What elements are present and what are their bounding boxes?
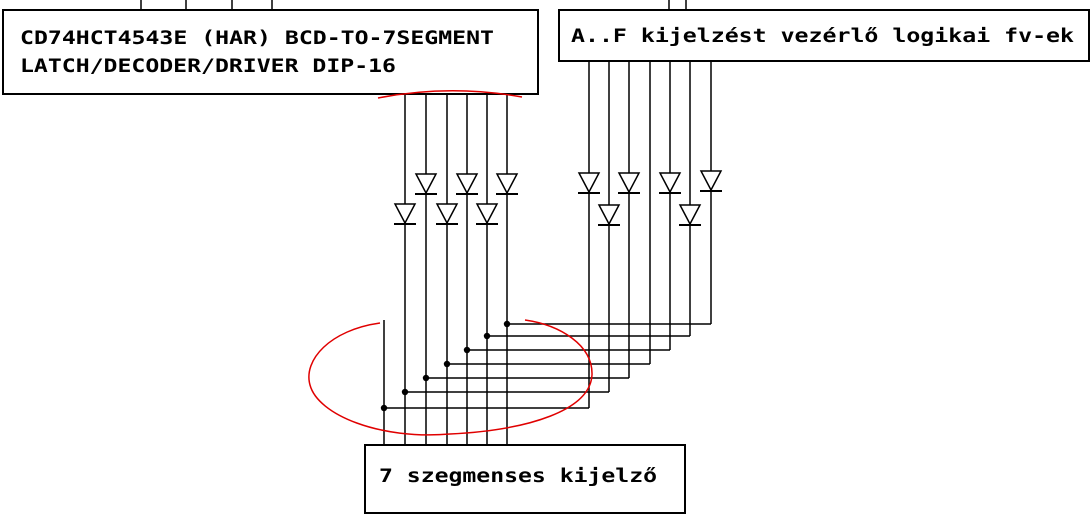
decoder-label-line1: CD74HCT4543E (HAR) BCD-TO-7SEGMENT <box>20 28 494 49</box>
logic-function-box: A..F kijelzést vezérlő logikai fv-ek <box>558 9 1090 62</box>
diode-array <box>393 170 723 226</box>
seven-segment-display-box: 7 szegmenses kijelző <box>364 444 686 514</box>
diode-symbol <box>414 173 438 195</box>
junction-dots <box>380 320 511 412</box>
diode-symbol <box>658 172 682 194</box>
junction-dot <box>380 404 388 412</box>
decoder-ic-box: CD74HCT4543E (HAR) BCD-TO-7SEGMENT LATCH… <box>2 9 539 95</box>
red-annotations <box>308 90 593 436</box>
diode-symbol <box>435 203 459 225</box>
diode-symbol <box>699 170 723 192</box>
diode-symbol <box>678 204 702 226</box>
junction-dot <box>503 320 511 328</box>
diode-symbol <box>617 172 641 194</box>
junction-dot <box>483 332 491 340</box>
signal-wires <box>383 61 712 445</box>
red-arc-top <box>377 90 523 99</box>
diode-symbol <box>455 173 479 195</box>
decoder-label-line2: LATCH/DECODER/DRIVER DIP-16 <box>20 56 396 77</box>
junction-dot <box>422 374 430 382</box>
diode-symbol <box>495 173 519 195</box>
diode-symbol <box>577 172 601 194</box>
diode-symbol <box>597 204 621 226</box>
diode-symbol <box>475 203 499 225</box>
junction-dot <box>401 388 409 396</box>
diode-symbol <box>393 203 417 225</box>
junction-dot <box>443 360 451 368</box>
display-label: 7 szegmenses kijelző <box>379 466 657 487</box>
logic-function-label: A..F kijelzést vezérlő logikai fv-ek <box>571 26 1074 47</box>
red-ellipse-mark <box>308 319 593 436</box>
junction-dot <box>463 346 471 354</box>
